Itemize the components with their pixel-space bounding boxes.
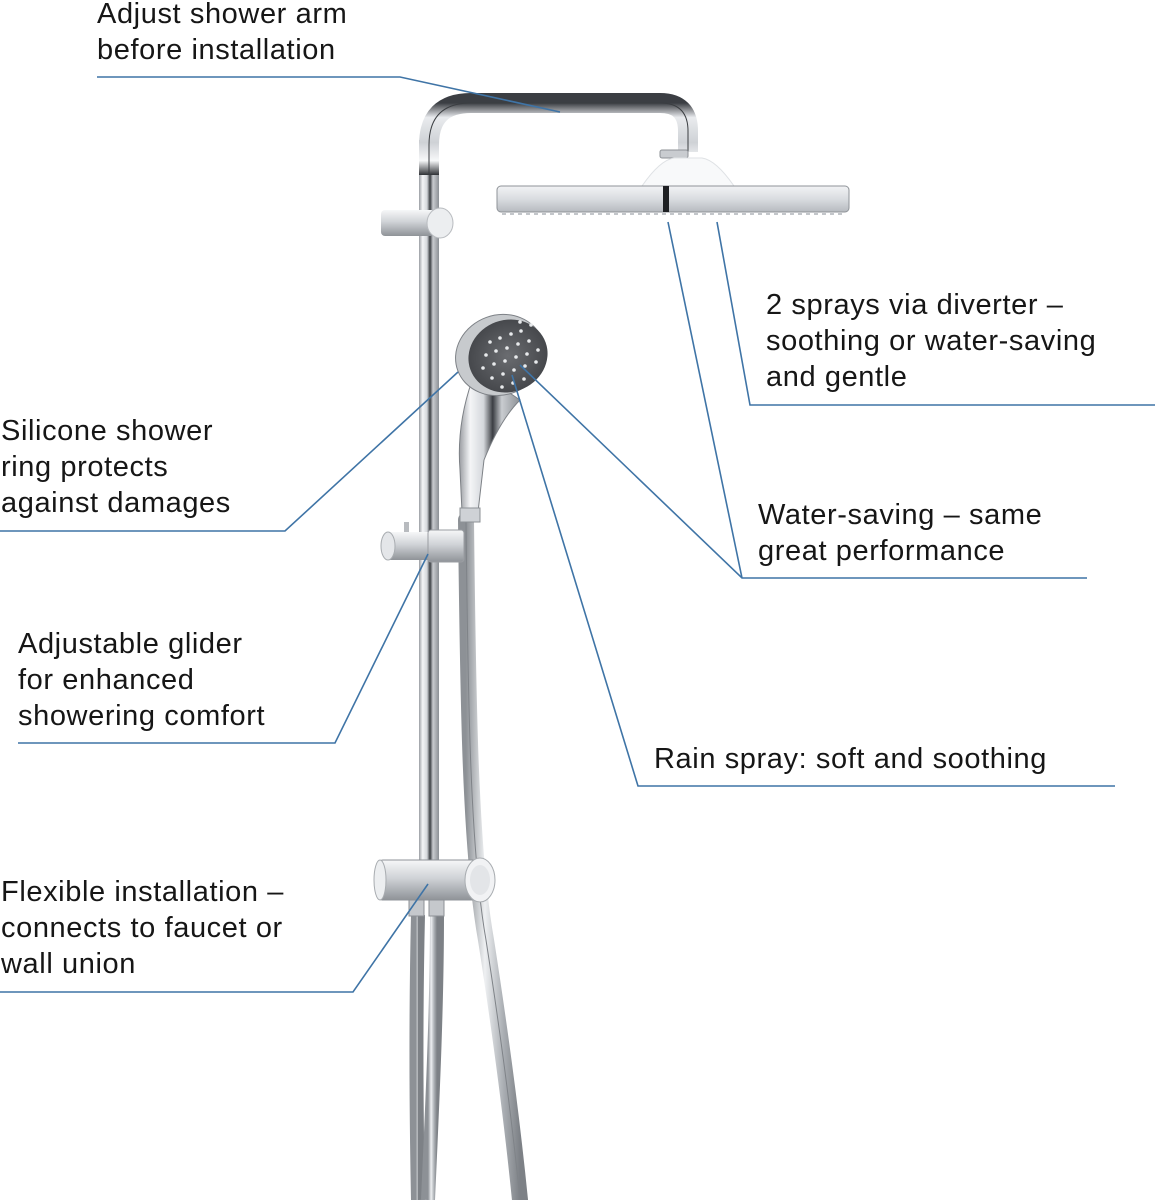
leader-flexible-installation [0,883,429,993]
callout-glider: Adjustable glider for enhanced showering… [18,626,265,734]
callout-rain-spray: Rain spray: soft and soothing [654,741,1047,777]
callout-line: ring protects [1,451,169,483]
callout-line: showering comfort [18,700,266,732]
callout-line: wall union [1,948,136,980]
leader-lines [0,76,1155,993]
hand-shower [455,313,548,523]
callout-line: 2 sprays via diverter – [766,289,1064,321]
leader-shower-arm [97,76,561,113]
leader-water-saving-head [667,221,743,579]
callout-water-saving: Water-saving – same great performance [758,497,1042,569]
callout-line: connects to faucet or [1,912,283,944]
callout-line: Rain spray: soft and soothing [654,743,1048,775]
callout-line: for enhanced [18,664,195,696]
upper-wall-bracket [381,207,454,239]
callout-line: and gentle [766,361,908,393]
callout-flexible-installation: Flexible installation – connects to fauc… [1,874,284,982]
callout-line: before installation [97,34,336,66]
callout-line: soothing or water-saving [766,325,1097,357]
leader-silicone-ring [0,371,459,532]
leader-sprays-diverter [716,221,1155,406]
overhead-shower-head [496,157,850,215]
diverter-unit [373,857,496,917]
callout-sprays-diverter: 2 sprays via diverter – soothing or wate… [766,287,1096,395]
callout-line: Water-saving – same [758,499,1043,531]
leader-rain-spray [511,374,1115,787]
callout-line: Adjustable glider [18,628,243,660]
callout-silicone-ring: Silicone shower ring protects against da… [1,413,231,521]
leader-glider [18,553,429,744]
callout-line: Flexible installation – [1,876,284,908]
callout-line: great performance [758,535,1006,567]
callout-line: Silicone shower [1,415,214,447]
leader-water-saving-hand [519,364,1087,579]
callout-shower-arm: Adjust shower arm before installation [97,0,347,68]
callout-line: Adjust shower arm [97,0,348,30]
callout-line: against damages [1,487,231,519]
adjustable-glider [380,522,465,563]
riser-pipe [419,93,698,880]
shower-hose [409,512,528,1200]
